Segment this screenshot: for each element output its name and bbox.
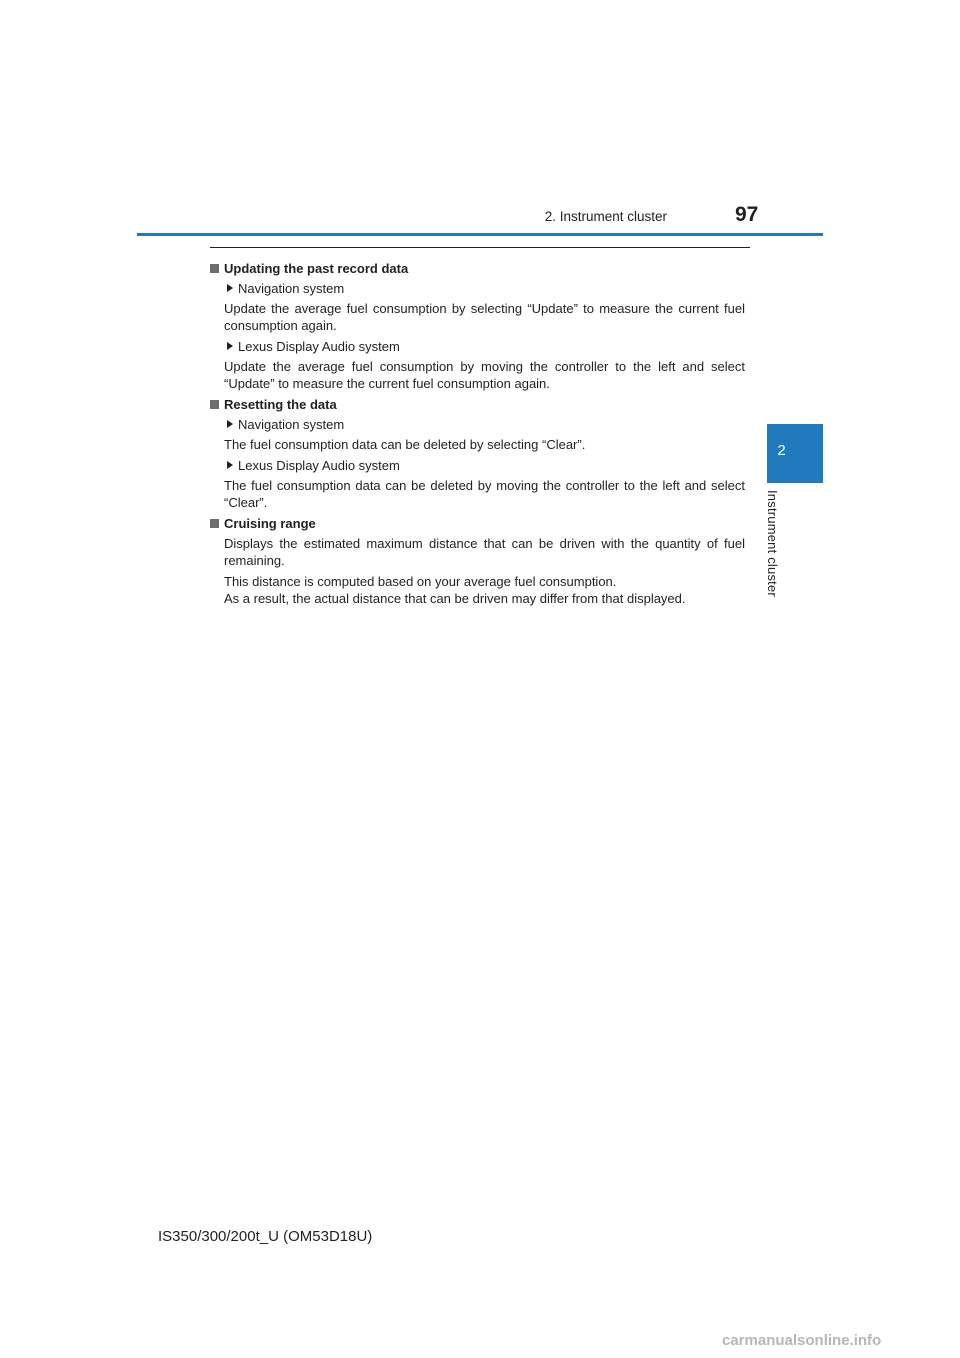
section-title: 2. Instrument cluster <box>544 209 667 224</box>
triangle-bullet-icon <box>227 420 233 428</box>
sub-item-label: Navigation system <box>238 281 345 296</box>
paragraph: Update the average fuel consumption by m… <box>224 359 745 391</box>
model-code: IS350/300/200t_U (OM53D18U) <box>158 1228 373 1245</box>
square-bullet-icon <box>210 400 219 409</box>
paragraph: Update the average fuel consumption by s… <box>224 301 745 333</box>
square-bullet-icon <box>210 519 219 528</box>
paragraph: The fuel consumption data can be deleted… <box>224 437 586 452</box>
triangle-bullet-icon <box>227 342 233 350</box>
sub-item-label: Lexus Display Audio system <box>238 458 400 473</box>
chapter-label: Instrument cluster <box>765 490 780 597</box>
paragraph: Displays the estimated maximum distance … <box>224 536 745 568</box>
triangle-bullet-icon <box>227 284 233 292</box>
section-heading-text: Resetting the data <box>224 397 337 412</box>
watermark[interactable]: carmanualsonline.info <box>722 1332 882 1349</box>
main-content: Updating the past record data Navigation… <box>210 256 745 611</box>
sub-item: Navigation system <box>210 280 745 297</box>
triangle-bullet-icon <box>227 461 233 469</box>
section-heading-text: Cruising range <box>224 516 316 531</box>
header-rule <box>137 233 823 236</box>
page-number: 97 <box>735 203 759 226</box>
sub-item-label: Lexus Display Audio system <box>238 339 400 354</box>
sub-item: Lexus Display Audio system <box>210 457 745 474</box>
content-rule <box>210 247 750 248</box>
section-heading: Cruising range <box>210 515 745 532</box>
chapter-label-container: Instrument cluster <box>765 490 790 610</box>
square-bullet-icon <box>210 264 219 273</box>
sub-item-label: Navigation system <box>238 417 345 432</box>
section-heading-text: Updating the past record data <box>224 261 409 276</box>
section-heading: Updating the past record data <box>210 260 745 277</box>
sub-item: Navigation system <box>210 416 745 433</box>
section-heading: Resetting the data <box>210 396 745 413</box>
paragraph: As a result, the actual distance that ca… <box>224 591 686 606</box>
chapter-number: 2 <box>777 442 786 459</box>
paragraph: The fuel consumption data can be deleted… <box>224 478 745 510</box>
paragraph: This distance is computed based on your … <box>224 574 617 589</box>
sub-item: Lexus Display Audio system <box>210 338 745 355</box>
chapter-tab[interactable]: 2 <box>767 424 823 483</box>
